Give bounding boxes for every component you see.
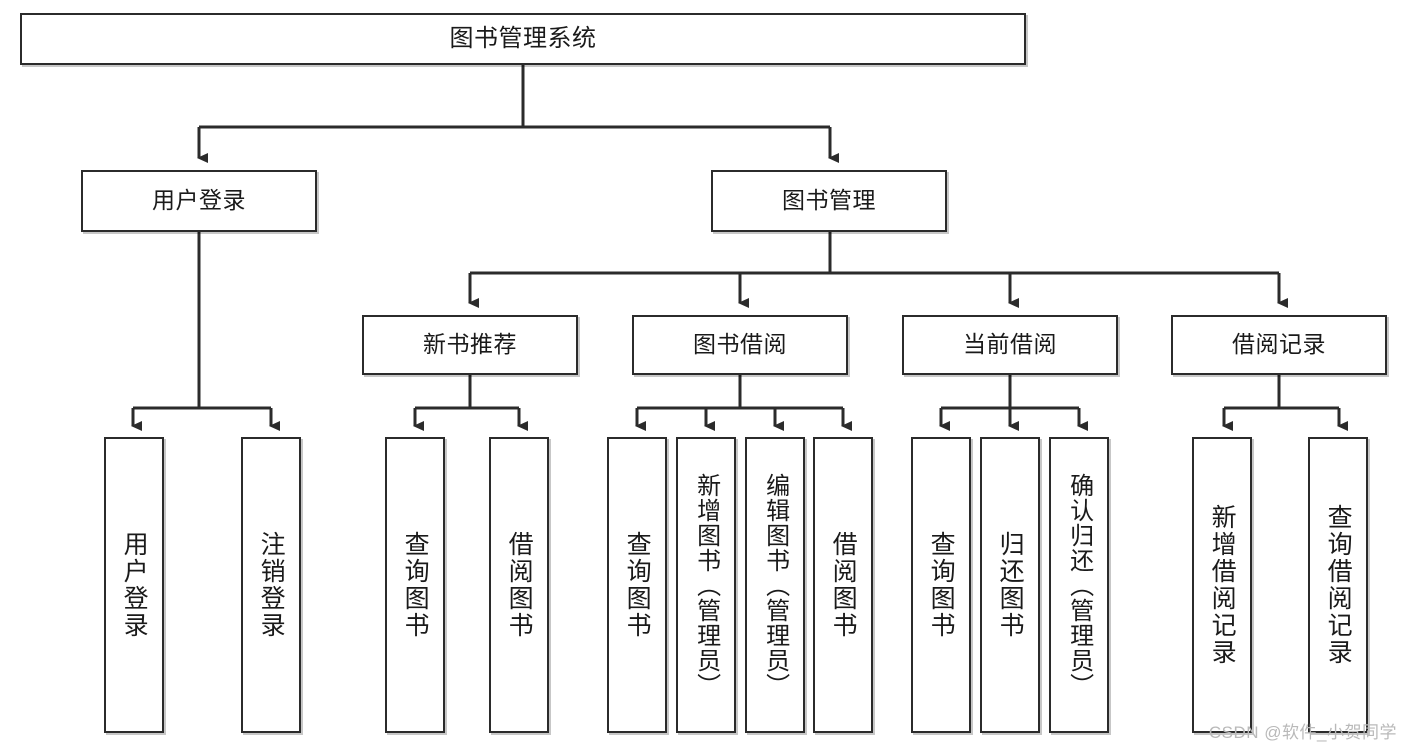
node-borrow-record-label: 借阅记录 [1232,331,1326,358]
node-user-login[interactable]: 用户登录 [81,170,317,232]
node-book-management[interactable]: 图书管理 [711,170,947,232]
leaf-query-book-borrow-label: 查询图书 [623,531,652,639]
leaf-confirm-return-admin-label: 确认归还（管理员） [1065,472,1093,698]
leaf-add-borrow-record[interactable]: 新增借阅记录 [1192,437,1252,733]
leaf-query-book-recommend-label: 查询图书 [401,531,430,639]
node-new-book-recommend[interactable]: 新书推荐 [362,315,578,375]
leaf-query-book-recommend[interactable]: 查询图书 [385,437,445,733]
leaf-confirm-return-admin[interactable]: 确认归还（管理员） [1049,437,1109,733]
leaf-add-book-admin[interactable]: 新增图书（管理员） [676,437,736,733]
node-root-system[interactable]: 图书管理系统 [20,13,1026,65]
leaf-borrow-book[interactable]: 借阅图书 [813,437,873,733]
leaf-query-book-borrow[interactable]: 查询图书 [607,437,667,733]
leaf-add-book-admin-label: 新增图书（管理员） [692,472,720,698]
leaf-query-borrow-record[interactable]: 查询借阅记录 [1308,437,1368,733]
leaf-borrow-book-label: 借阅图书 [829,531,858,639]
leaf-user-login-label: 用户登录 [120,531,149,639]
leaf-query-book-current[interactable]: 查询图书 [911,437,971,733]
leaf-return-book[interactable]: 归还图书 [980,437,1040,733]
node-book-borrow[interactable]: 图书借阅 [632,315,848,375]
leaf-return-book-label: 归还图书 [996,531,1025,639]
leaf-edit-book-admin[interactable]: 编辑图书（管理员） [745,437,805,733]
node-root-system-label: 图书管理系统 [449,24,597,52]
leaf-borrow-book-recommend[interactable]: 借阅图书 [489,437,549,733]
node-user-login-label: 用户登录 [152,187,246,214]
node-borrow-record[interactable]: 借阅记录 [1171,315,1387,375]
leaf-logout[interactable]: 注销登录 [241,437,301,733]
leaf-borrow-book-recommend-label: 借阅图书 [505,531,534,639]
node-current-borrow-label: 当前借阅 [963,331,1057,358]
node-book-management-label: 图书管理 [782,187,876,214]
csdn-watermark: CSDN @软件_小贺同学 [1208,723,1397,742]
leaf-query-borrow-record-label: 查询借阅记录 [1324,504,1353,666]
node-book-borrow-label: 图书借阅 [693,331,787,358]
leaf-logout-label: 注销登录 [257,531,286,639]
leaf-user-login[interactable]: 用户登录 [104,437,164,733]
leaf-add-borrow-record-label: 新增借阅记录 [1208,504,1237,666]
node-new-book-recommend-label: 新书推荐 [423,331,517,358]
node-current-borrow[interactable]: 当前借阅 [902,315,1118,375]
leaf-query-book-current-label: 查询图书 [927,531,956,639]
leaf-edit-book-admin-label: 编辑图书（管理员） [761,472,789,698]
